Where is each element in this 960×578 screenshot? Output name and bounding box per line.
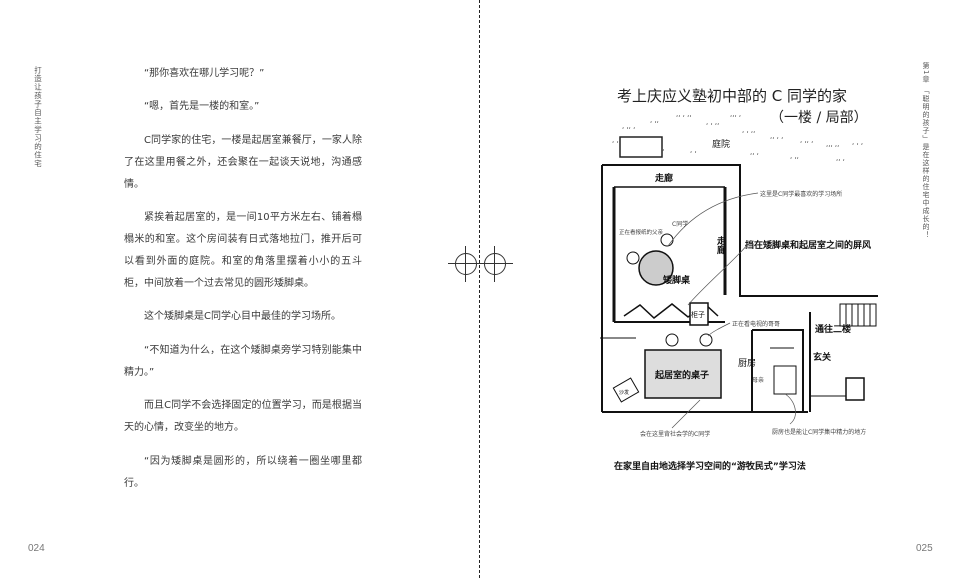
figure-title: 考上庆应义塾初中部的 C 同学的家	[617, 87, 847, 105]
floor-plan-figure: 考上庆应义塾初中部的 C 同学的家 （一楼 / 局部） , ,, , , ,, …	[600, 87, 878, 472]
label-mother: 母亲	[752, 376, 764, 384]
annotation-screen: 挡在矮脚桌和起居室之间的屏风	[745, 239, 871, 251]
shoe-cabinet-icon	[845, 377, 865, 401]
svg-text:,, , ,,: ,, , ,,	[676, 110, 692, 118]
label-low-table: 矮脚桌	[662, 274, 691, 286]
paragraph-6: “不知道为什么，在这个矮脚桌旁学习特别能集中精力。”	[124, 345, 362, 378]
annotation-leader-lines	[667, 192, 796, 429]
paragraph-4: 紧挨着起居室的，是一间10平方米左右、铺着榻榻米的和室。这个房间装有日式落地拉门…	[124, 212, 362, 289]
brother-figure-icon	[665, 333, 679, 347]
svg-text:, ,,: , ,,	[650, 116, 659, 124]
label-cabinet: 柜子	[691, 310, 705, 319]
garden-stone	[619, 136, 663, 158]
left-page-number: 024	[28, 543, 45, 554]
paragraph-5: 这个矮脚桌是C同学心目中最佳的学习场所。	[144, 311, 341, 322]
annotation-best-spot: 这里是C同学最喜欢的学习场所	[760, 190, 842, 198]
staircase	[839, 303, 877, 327]
svg-text:,,, ,,: ,,, ,,	[826, 140, 839, 148]
annotation-kitchen-focus: 厨房也是能让C同学集中精力的地方	[772, 428, 866, 436]
svg-text:,, ,: ,, ,	[836, 154, 845, 162]
label-corridor-side: 走廊	[715, 235, 727, 255]
gutter-line	[479, 0, 480, 578]
label-corridor-top: 走廊	[654, 172, 673, 184]
garden-plants: , ,, , , ,, ,, , ,, , , ,, ,,, , , , ,, …	[612, 110, 863, 162]
svg-text:, ,, ,: , ,, ,	[800, 136, 813, 144]
figure-subtitle: （一楼 / 局部）	[770, 110, 868, 126]
annotation-father: 正在看报纸的父亲	[619, 228, 664, 236]
label-sofa: 沙发	[619, 389, 629, 396]
label-kitchen: 厨房	[738, 357, 756, 369]
right-page-number: 025	[916, 543, 933, 554]
svg-text:, , ,,: , , ,,	[706, 118, 719, 126]
annotation-c-student: C同学	[672, 220, 688, 228]
annotation-brother: 正在看电视的哥哥	[732, 320, 780, 328]
left-page: 打造让孩子自主学习的住宅 “那你喜欢在哪儿学习呢？” “嗯，首先是一楼的和室。”…	[0, 0, 478, 578]
svg-text:, , ,: , , ,	[852, 138, 863, 146]
paragraph-1: “那你喜欢在哪儿学习呢？”	[144, 68, 265, 79]
annotation-social-studies: 会在这里背社会学的C同学	[640, 430, 710, 438]
svg-text:, ,: , ,	[612, 136, 619, 144]
label-to-second-floor: 通往二楼	[815, 323, 851, 335]
father-figure-icon	[626, 251, 640, 265]
paragraph-2: “嗯，首先是一楼的和室。”	[144, 101, 260, 112]
label-garden: 庭院	[712, 138, 730, 150]
svg-text:,, , ,: ,, , ,	[770, 132, 783, 140]
paragraph-7: 而且C同学不会选择固定的位置学习，而是根据当天的心情，改变坐的地方。	[124, 400, 362, 433]
floor-plan-walls	[600, 164, 878, 413]
svg-text:, ,: , ,	[690, 146, 697, 154]
svg-text:,, ,: ,, ,	[750, 148, 759, 156]
svg-text:, ,,: , ,,	[790, 152, 799, 160]
svg-text:, , ,,: , , ,,	[742, 126, 755, 134]
kitchen-counter-icon	[773, 365, 797, 395]
figure-caption: 在家里自由地选择学习空间的“游牧民式”学习法	[614, 460, 806, 472]
student-social-figure-icon	[699, 333, 713, 347]
registration-mark-left	[448, 246, 484, 282]
left-running-head: 打造让孩子自主学习的住宅	[33, 66, 43, 168]
low-table-icon	[638, 250, 674, 286]
right-running-head: 第1章 「聪明的孩子」是在这样的住宅中成长的！	[922, 62, 930, 239]
paragraph-8: “因为矮脚桌是圆形的，所以绕着一圈坐哪里都行。	[124, 456, 362, 489]
paragraph-3: C同学家的住宅，一楼是起居室兼餐厅，一家人除了在这里用餐之外，还会聚在一起谈天说…	[124, 135, 362, 190]
label-entrance: 玄关	[813, 351, 831, 363]
sofa-icon	[612, 377, 640, 403]
label-living-table: 起居室的桌子	[654, 369, 709, 381]
living-table-icon	[644, 349, 722, 399]
svg-text:,,, ,: ,,, ,	[730, 110, 741, 118]
svg-text:, ,, ,: , ,, ,	[622, 122, 635, 130]
right-page: 第1章 「聪明的孩子」是在这样的住宅中成长的！ 考上庆应义塾初中部的 C 同学的…	[482, 0, 960, 578]
registration-mark-right	[477, 246, 513, 282]
cabinet-icon	[689, 302, 709, 326]
